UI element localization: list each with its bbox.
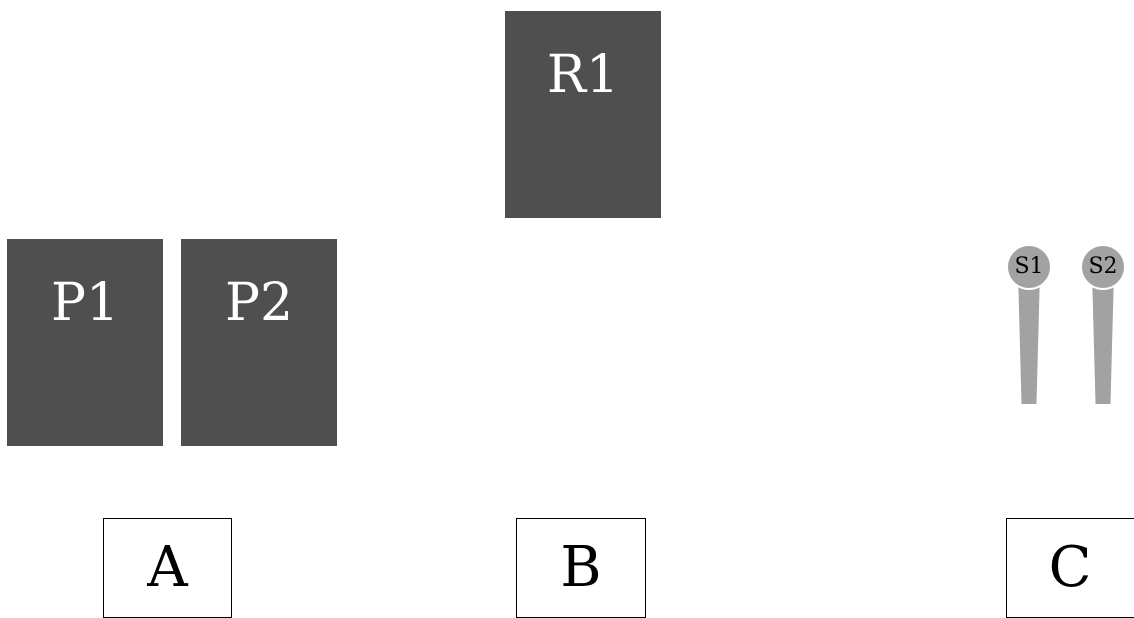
block-r1[interactable]: R1 — [505, 11, 661, 218]
block-p1[interactable]: P1 — [7, 239, 163, 446]
block-r1-label: R1 — [546, 45, 620, 105]
stick-s1-label: S1 — [1006, 244, 1052, 290]
stick-s1[interactable]: S1 — [1006, 244, 1052, 404]
block-p2-label: P2 — [224, 273, 294, 333]
stick-s2[interactable]: S2 — [1080, 244, 1126, 404]
stick-s1-handle — [1018, 272, 1040, 404]
stick-s2-handle — [1092, 272, 1114, 404]
block-p1-label: P1 — [50, 273, 120, 333]
zone-c[interactable]: C — [1006, 518, 1134, 618]
zone-a[interactable]: A — [103, 518, 232, 618]
zone-b[interactable]: B — [516, 518, 646, 618]
block-p2[interactable]: P2 — [181, 239, 337, 446]
stick-s2-label: S2 — [1080, 244, 1126, 290]
